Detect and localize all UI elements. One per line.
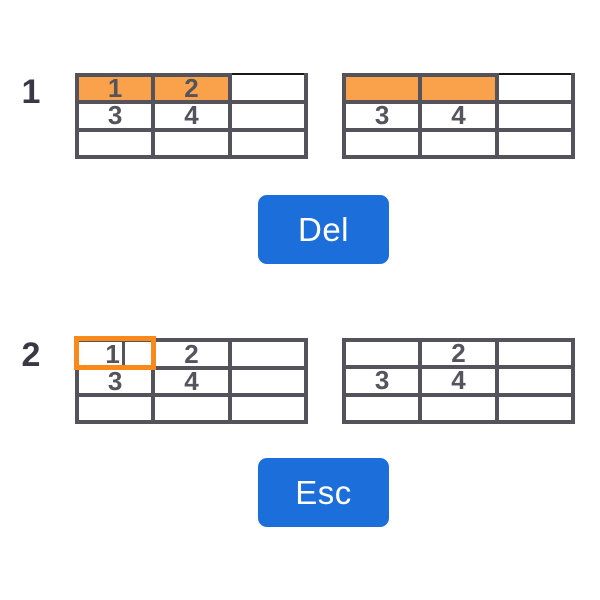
table-cell-editing: 1: [79, 338, 152, 369]
table-cell: 3: [346, 100, 419, 131]
step2-table-before: 1 2 3 4: [74, 336, 308, 424]
table-cell: [231, 370, 304, 393]
table-cell: [498, 396, 571, 420]
table-cell: [155, 131, 228, 155]
table-cell: [231, 342, 304, 366]
table-cell: 2: [155, 338, 228, 369]
cell-text: 3: [107, 100, 123, 131]
step1-table-after: 3 4: [342, 73, 575, 159]
table-cell: [498, 131, 571, 155]
cell-text: 3: [374, 365, 390, 396]
cell-text: 3: [107, 366, 123, 396]
table-cell: 4: [155, 366, 228, 396]
table-cell: [231, 77, 304, 101]
step2-table-after: 2 3 4: [342, 338, 575, 424]
table-cell: [155, 397, 228, 420]
table-cell: [498, 369, 571, 393]
cell-text: 2: [451, 338, 466, 369]
table-cell: [498, 342, 571, 366]
cell-text: 1: [105, 338, 120, 369]
table-cell: 3: [346, 365, 419, 396]
table-cell: [231, 104, 304, 128]
table-cell: 4: [422, 365, 495, 396]
table-cell: 2: [155, 73, 228, 104]
table-cell: [346, 77, 419, 101]
table-cell: [498, 77, 571, 101]
table-cell: [231, 131, 304, 155]
table-cell: 1: [79, 73, 152, 104]
table-cell: [346, 396, 419, 420]
table-cell: [79, 131, 152, 155]
step-1-number: 1: [21, 73, 41, 111]
table-cell: [346, 131, 419, 155]
table-cell: 2: [422, 338, 495, 369]
cell-text: 2: [184, 73, 199, 104]
table-cell: 4: [422, 100, 495, 131]
cell-text: 4: [451, 100, 466, 131]
del-key-button[interactable]: Del: [258, 195, 389, 264]
cell-text: 1: [107, 73, 123, 104]
cell-text: 3: [374, 100, 390, 131]
cell-text: 4: [451, 365, 466, 396]
table-cell: 3: [79, 366, 152, 396]
step-2-number: 2: [21, 336, 41, 374]
thin-border-artifact: [499, 73, 571, 77]
table-cell: 3: [79, 100, 152, 131]
cell-text: 2: [184, 338, 199, 369]
text-cursor: [121, 340, 125, 366]
step1-table-before: 1 2 3 4: [75, 73, 308, 159]
table-cell: [498, 104, 571, 128]
table-cell: [79, 397, 152, 420]
table-cell: [231, 397, 304, 420]
cell-text: 4: [184, 100, 199, 131]
table-cell: [422, 131, 495, 155]
table-cell: [346, 342, 419, 366]
thin-border-artifact: [232, 73, 304, 77]
esc-key-button[interactable]: Esc: [258, 458, 389, 527]
table-cell: [422, 77, 495, 101]
table-cell: [422, 396, 495, 420]
cell-text: 4: [184, 366, 199, 396]
table-cell: 4: [155, 100, 228, 131]
